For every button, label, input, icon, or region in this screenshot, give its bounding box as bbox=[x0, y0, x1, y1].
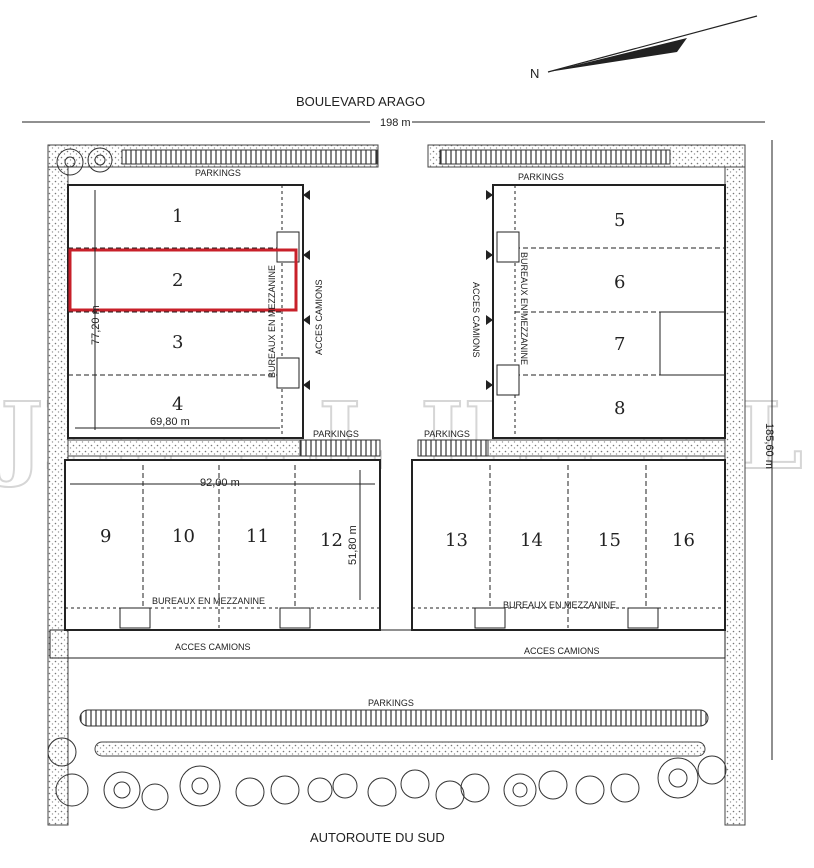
block-a-dimensions: 77,20 m 69,80 m bbox=[75, 190, 280, 430]
parking-strip-mid-left bbox=[299, 439, 381, 457]
truck-access-label-block-a: ACCES CAMIONS bbox=[314, 279, 324, 355]
parking-strip-mid-right bbox=[417, 439, 489, 457]
parking-label-mid-left: PARKINGS bbox=[313, 429, 359, 439]
offices-label-block-c: BUREAUX EN MEZZANINE bbox=[152, 596, 265, 606]
hedge-mid-left bbox=[67, 439, 301, 457]
parking-strip-top-left bbox=[121, 149, 378, 165]
road-top-label: BOULEVARD ARAGO bbox=[296, 94, 425, 109]
unit-2-label: 2 bbox=[172, 270, 183, 291]
unit-13-label: 13 bbox=[445, 530, 468, 551]
unit-6-label: 6 bbox=[614, 272, 625, 293]
unit-10-label: 10 bbox=[172, 526, 195, 547]
unit-12-label: 12 bbox=[320, 530, 343, 551]
parking-strip-bottom bbox=[79, 709, 709, 727]
parking-label-bottom: PARKINGS bbox=[368, 698, 414, 708]
tree-row-bottom bbox=[47, 737, 727, 811]
north-arrow-icon: N bbox=[530, 15, 758, 81]
hedge-mid-right bbox=[487, 439, 726, 457]
unit-8-label: 8 bbox=[614, 398, 625, 419]
offices-label-block-a: BUREAUX EN MEZZANINE bbox=[267, 265, 277, 378]
unit-7-label: 7 bbox=[614, 334, 625, 355]
site-depth-label: 185,60 m bbox=[763, 423, 775, 469]
site-depth-dimension: 185,60 m bbox=[763, 140, 775, 760]
block-c-width-label: 92,00 m bbox=[200, 477, 240, 489]
unit-1-label: 1 bbox=[172, 206, 183, 227]
parking-label-top-right: PARKINGS bbox=[518, 172, 564, 182]
truck-access-label-block-b: ACCES CAMIONS bbox=[471, 282, 481, 358]
hedge-bottom bbox=[94, 741, 706, 757]
truck-access-label-block-d: ACCES CAMIONS bbox=[524, 646, 600, 656]
frontage-dimension: 198 m bbox=[22, 117, 765, 129]
unit-14-label: 14 bbox=[520, 530, 543, 551]
road-bottom-label: AUTOROUTE DU SUD bbox=[310, 830, 445, 845]
unit-15-label: 15 bbox=[598, 530, 621, 551]
offices-label-block-b: BUREAUX EN MEZZANINE bbox=[519, 252, 529, 365]
unit-2-highlight[interactable] bbox=[68, 248, 298, 312]
unit-9-label: 9 bbox=[100, 526, 111, 547]
parking-strip-top-right bbox=[439, 149, 671, 165]
unit-11-label: 11 bbox=[246, 526, 269, 547]
unit-3-label: 3 bbox=[172, 332, 183, 353]
tree-group-top-left bbox=[56, 147, 113, 176]
block-c-depth-label: 51,80 m bbox=[347, 525, 359, 565]
parking-label-mid-right: PARKINGS bbox=[424, 429, 470, 439]
truck-access-label-block-c: ACCES CAMIONS bbox=[175, 642, 251, 652]
block-c-dimensions: 92,00 m 51,80 m bbox=[70, 470, 375, 600]
parking-label-top-left: PARKINGS bbox=[195, 168, 241, 178]
unit-4-label: 4 bbox=[172, 394, 183, 415]
unit-5-label: 5 bbox=[614, 210, 625, 231]
north-label: N bbox=[530, 66, 539, 81]
block-d bbox=[411, 459, 726, 631]
offices-label-block-d: BUREAUX EN MEZZANINE bbox=[503, 600, 616, 610]
block-a-width-label: 69,80 m bbox=[150, 416, 190, 428]
truck-access-apron bbox=[49, 629, 726, 659]
block-a-depth-label: 77,20 m bbox=[90, 305, 102, 345]
block-c bbox=[64, 459, 381, 631]
unit-16-label: 16 bbox=[672, 530, 695, 551]
frontage-label: 198 m bbox=[380, 117, 411, 129]
block-b bbox=[486, 184, 726, 439]
